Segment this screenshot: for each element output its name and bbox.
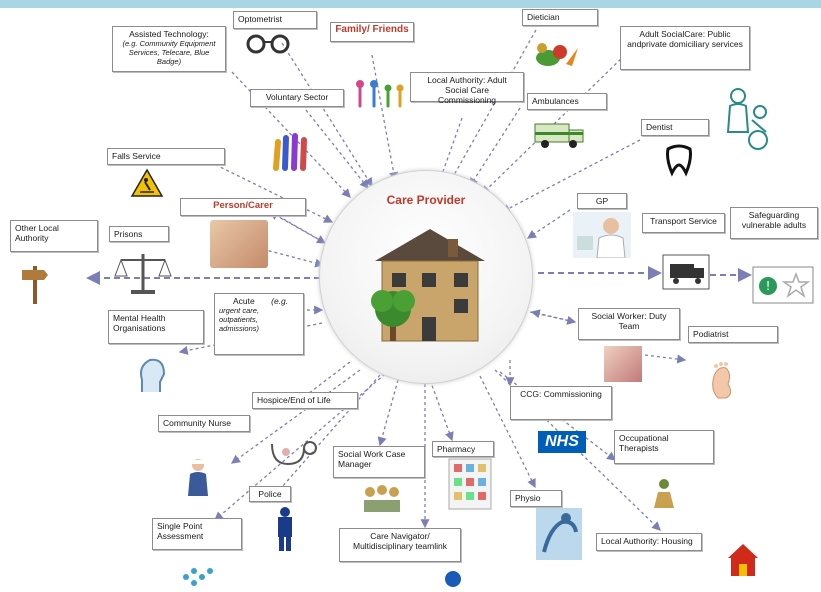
arrow-la-adult [438,117,463,182]
label-care-navigator: Care Navigator/ Multidisciplinary teamli… [339,528,461,562]
globe-icon [445,571,461,587]
network-icon [183,568,213,586]
label-gp: GP [577,193,627,209]
family-icon [356,80,404,108]
label-family-friends: Family/ Friends [330,22,414,42]
arrow-ambulances [469,107,521,188]
scales-icon [114,254,172,294]
acute-sub: urgent care, outpatients, admissions) [219,306,260,333]
acute-eg: (e.g. [271,296,289,306]
alert-star-icon: ! [752,266,814,304]
hands-icon [273,133,307,171]
label-police: Police [249,486,291,502]
label-community-nurse: Community Nurse [158,415,250,432]
arrow-podiatrist [644,354,687,364]
arrow-social-worker-back [530,309,576,323]
van-icon [662,254,710,290]
arrow-assisted-tech [231,71,351,198]
physio-icon [536,508,582,560]
arrow-community-nurse [230,369,361,464]
label-prisons: Prisons [109,226,169,242]
arrow-dentist [500,139,641,213]
foot-icon [712,362,732,399]
arrow-family [371,54,399,182]
top-banner [0,0,821,8]
label-dietician: Dietician [522,9,598,26]
head-icon [140,358,166,392]
nhs-logo: NHS [538,431,586,453]
arrow-optometrist [281,42,373,188]
ambulance-icon [534,123,584,148]
label-transport-service: Transport Service [642,213,725,233]
nurse-icon [188,459,208,496]
arrow-pharmacy [429,379,454,442]
tree-icon [371,290,415,341]
label-ambulances: Ambulances [527,93,607,110]
label-pharmacy: Pharmacy [432,441,494,457]
glasses-icon [246,34,290,54]
vegetables-icon [536,43,578,66]
label-single-point: Single Point Assessment [152,518,242,550]
label-podiatrist: Podiatrist [688,326,778,343]
label-occupational-therapists: Occupational Therapists [614,430,714,464]
person-carer-photo [210,220,268,268]
label-dentist: Dentist [641,119,709,136]
svg-text:!: ! [766,279,771,293]
arrow-hospice [298,361,351,401]
care-provider-title: Care Provider [386,193,466,207]
house-icon [728,544,758,576]
arrow-police [274,374,381,496]
arrow-gp [526,209,571,239]
label-la-adult-social-care: Local Authority: Adult Social Care Commi… [410,72,524,105]
wet-floor-icon [130,168,164,197]
label-adult-social-care: Adult SocialCare: Public andprivate domi… [620,26,750,70]
assisted-tech-title: Assisted Technology: [129,29,209,39]
label-voluntary-sector: Voluntary Sector [250,89,344,107]
label-la-housing: Local Authority: Housing [596,533,702,551]
pills-icon [448,458,492,510]
assisted-tech-sub: (e.g. Community Equipment Services, Tele… [122,39,216,66]
arrow-person-carer-back [268,211,326,244]
label-optometrist: Optometrist [233,11,317,29]
label-physio: Physio [510,490,562,507]
label-social-worker: Social Worker: Duty Team [578,308,680,340]
label-assisted-technology: Assisted Technology: (e.g. Community Equ… [112,26,226,72]
doctor-icon [573,212,631,258]
label-social-work-case-manager: Social Work Case Manager [333,446,425,478]
ot-icon [654,479,674,508]
stethoscope-icon [271,441,317,466]
signpost-icon [22,266,48,304]
label-safeguarding: Safeguarding vulnerable adults [730,207,818,239]
label-acute: Acute (e.g. urgent care, outpatients, ad… [214,293,304,355]
team-icon [364,485,400,512]
label-person-carer: Person/Carer [180,198,306,216]
arrow-voluntary [305,109,369,190]
arrow-falls [209,161,334,223]
arrow-prisons [227,239,325,268]
label-mental-health: Mental Health Organisations [108,310,204,344]
arrow-swcm [377,379,399,447]
care-provider-circle: Care Provider [319,170,533,384]
social-worker-photo [604,346,642,382]
label-hospice: Hospice/End of Life [252,392,358,409]
care-house-icon [371,229,485,342]
label-ccg: CCG: Commissioning [510,386,612,420]
carer-icon [726,88,768,150]
label-other-local-authority: Other Local Authority [10,220,98,252]
tooth-icon [666,144,692,177]
label-falls-service: Falls Service [107,148,225,165]
police-icon [278,507,292,551]
arrow-dietician [449,29,537,184]
arrow-physio [479,375,536,489]
acute-title: Acute [233,296,255,306]
